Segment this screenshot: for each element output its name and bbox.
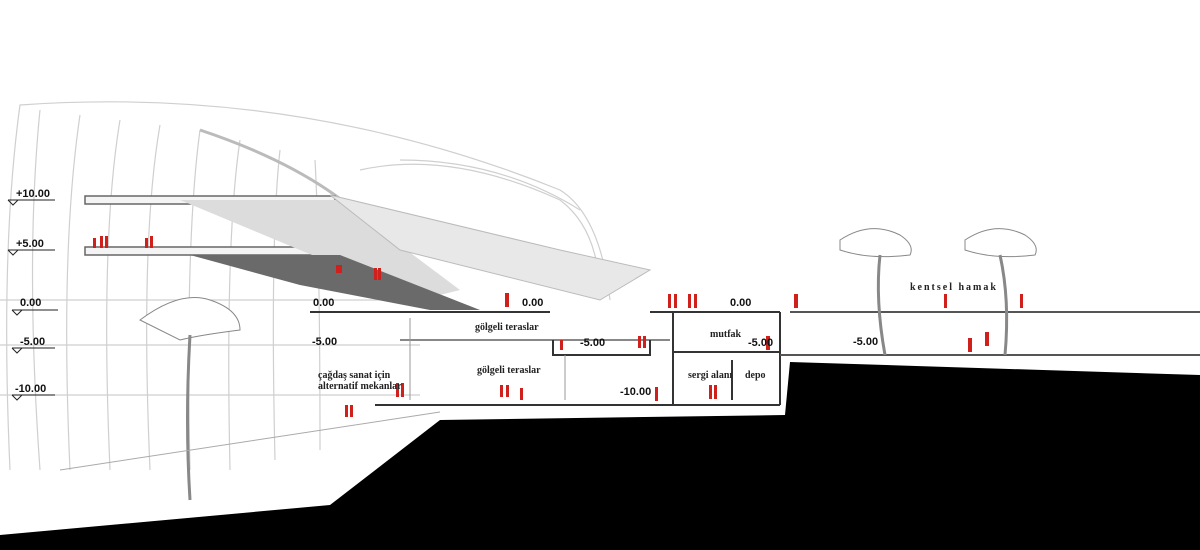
level-minus5: -5.00 (20, 336, 45, 348)
level-markers (7, 199, 58, 401)
ground-mass (0, 362, 1200, 550)
stairs (180, 194, 652, 310)
level-minus5-shell: -5.00 (312, 336, 337, 348)
level-zero-shell: 0.00 (313, 297, 334, 309)
level-zero-plaza: 0.00 (730, 297, 751, 309)
level-plus10: +10.00 (16, 188, 50, 200)
level-minus5-terrace: -5.00 (580, 337, 605, 349)
level-minus10-inner: -10.00 (620, 386, 651, 398)
level-zero: 0.00 (20, 297, 41, 309)
building-structure (310, 311, 1200, 406)
label-alt-spaces-1: çağdaş sanat için (318, 370, 391, 381)
people (93, 236, 1023, 417)
label-alt-spaces-2: alternatif mekanlar (318, 381, 402, 392)
level-minus5-park: -5.00 (853, 336, 878, 348)
label-shaded-terraces-upper: gölgeli teraslar (475, 322, 539, 333)
level-zero-terrace: 0.00 (522, 297, 543, 309)
terrain-slope-line (59, 411, 441, 471)
label-kitchen: mutfak (710, 329, 742, 340)
label-storage: depo (745, 370, 766, 381)
level-plus5: +5.00 (16, 238, 44, 250)
level-minus10: -10.00 (15, 383, 46, 395)
label-urban-hammock: kentsel hamak (910, 282, 998, 293)
level-minus5-kitchen: -5.00 (748, 337, 773, 349)
label-shaded-terraces-lower: gölgeli teraslar (477, 365, 541, 376)
trees (139, 228, 1037, 501)
label-exhibition: sergi alanı (688, 370, 732, 381)
